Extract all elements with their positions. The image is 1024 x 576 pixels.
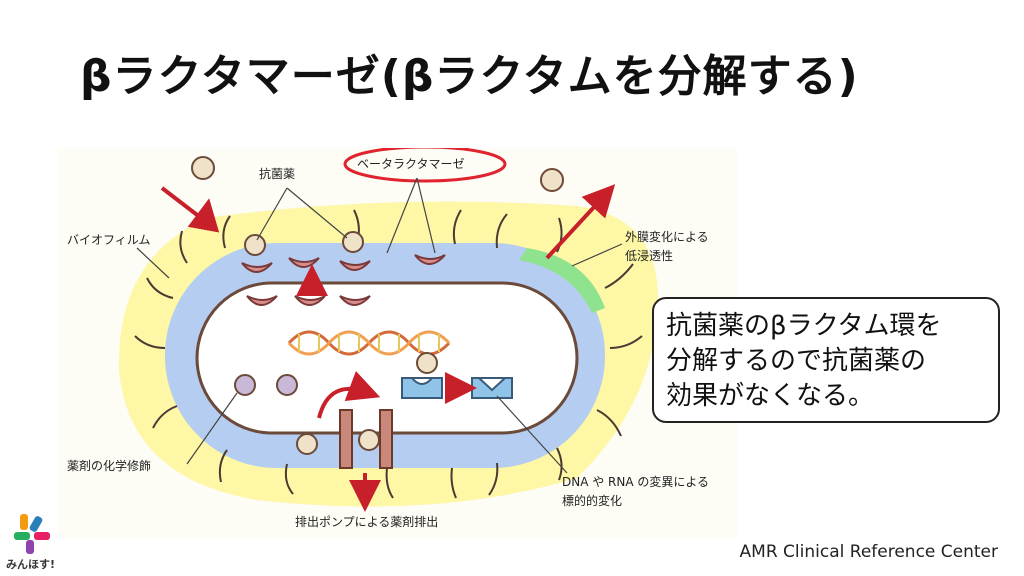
credit-text: AMR Clinical Reference Center — [739, 542, 998, 562]
target-molecules — [401, 377, 513, 399]
callout-line-3: 効果がなくなる。 — [666, 381, 875, 411]
bacterial-resistance-diagram: 抗菌薬 ベータラクタマーゼ バイオフィルム 外膜変化による 低浸透性 薬剤の化学… — [57, 148, 737, 538]
efflux-pump — [339, 409, 393, 469]
logo-text: みんほす! — [6, 558, 56, 571]
minhosu-logo — [14, 514, 50, 554]
callout-line-1: 抗菌薬のβラクタム環を — [666, 311, 942, 341]
leader-lines — [136, 177, 623, 474]
callout-line-2: 分解するので抗菌薬の — [666, 346, 927, 376]
red-arrows — [160, 184, 616, 512]
pili — [134, 209, 643, 499]
page-title: βラクタマーゼ(βラクタムを分解する) — [80, 51, 859, 102]
label-outer-membrane-1: 外膜変化による — [625, 229, 709, 244]
dna-helix — [287, 330, 451, 356]
outer-membrane-change — [519, 248, 605, 313]
explanation-callout: 抗菌薬のβラクタム環を 分解するので抗菌薬の 効果がなくなる。 — [652, 297, 1000, 423]
label-efflux-pump: 排出ポンプによる薬剤排出 — [295, 514, 438, 529]
label-antibiotic: 抗菌薬 — [259, 166, 295, 181]
label-beta-lactamase: ベータラクタマーゼ — [357, 157, 465, 171]
beta-lactamase-highlight — [343, 148, 507, 183]
label-biofilm: バイオフィルム — [67, 233, 151, 247]
label-target-change-1: DNA や RNA の変異による — [562, 474, 709, 489]
label-outer-membrane-2: 低浸透性 — [625, 249, 673, 263]
beta-lactamase-enzymes — [241, 254, 446, 306]
antibiotic-pills — [191, 156, 564, 455]
label-drug-modification: 薬剤の化学修飾 — [67, 458, 151, 473]
label-target-change-2: 標的的変化 — [562, 493, 622, 508]
